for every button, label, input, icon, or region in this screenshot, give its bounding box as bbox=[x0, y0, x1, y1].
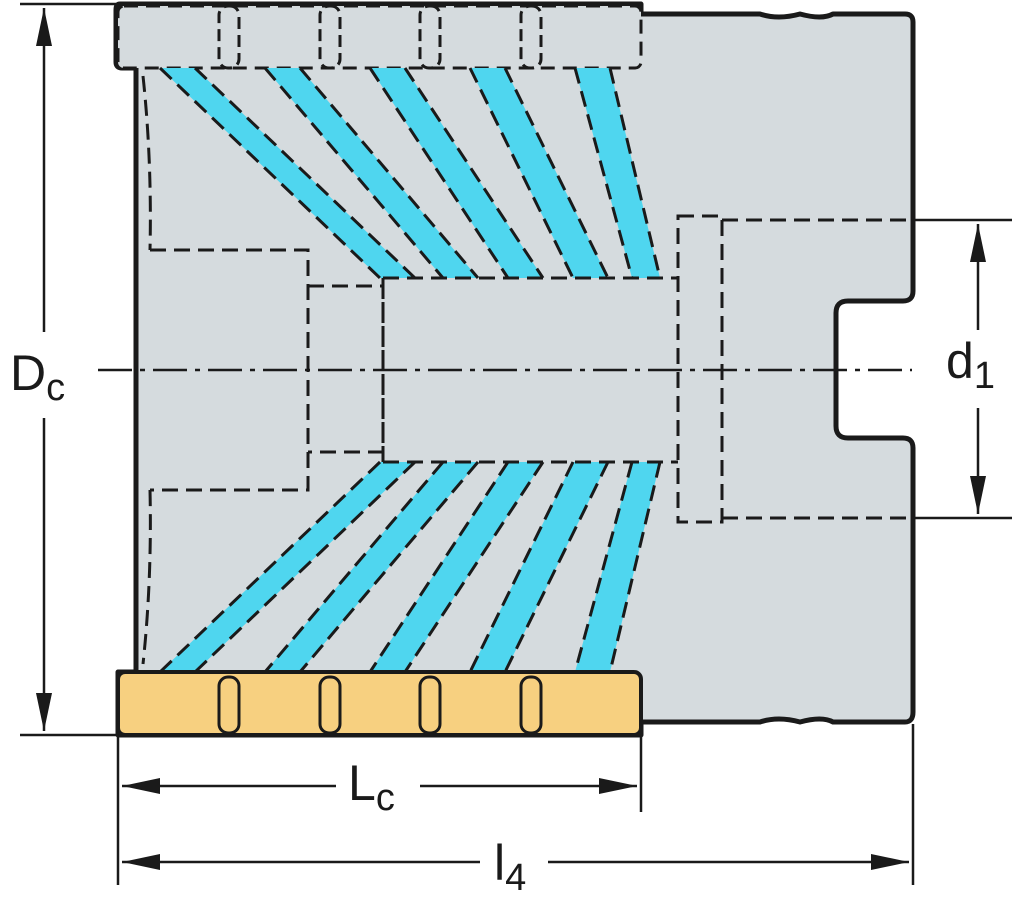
dc-label-main: D bbox=[10, 345, 46, 401]
lower-channel-edges bbox=[158, 460, 662, 674]
d1-label: d1 bbox=[946, 333, 995, 397]
dimension-dc bbox=[36, 8, 52, 731]
l4-arrow-right bbox=[871, 854, 909, 870]
main-bore bbox=[381, 276, 678, 464]
bottom-screw-3 bbox=[418, 675, 442, 735]
d1-arrow-bottom bbox=[970, 476, 986, 514]
rear-recess bbox=[676, 214, 724, 524]
lower-coolant-channels bbox=[160, 462, 660, 672]
d1-label-sub: 1 bbox=[974, 355, 995, 397]
upper-channel-3 bbox=[370, 68, 543, 278]
top-insert-strip bbox=[116, 4, 643, 70]
bottom-insert-screws bbox=[217, 675, 543, 735]
top-screw-2 bbox=[318, 4, 342, 70]
top-screw-4 bbox=[519, 4, 543, 70]
lc-arrow-left bbox=[122, 778, 160, 794]
d1-arrow-top bbox=[970, 224, 986, 262]
top-screw-1 bbox=[217, 4, 241, 70]
upper-channel-4 bbox=[470, 68, 608, 278]
bottom-screw-4 bbox=[519, 675, 543, 735]
dimension-d1 bbox=[970, 224, 986, 514]
dc-label-sub: c bbox=[46, 367, 65, 409]
upper-channel-5 bbox=[575, 68, 660, 278]
l4-label: l4 bbox=[494, 835, 526, 899]
cutting-insert-strip bbox=[116, 670, 643, 737]
lc-arrow-right bbox=[599, 778, 637, 794]
dimension-lc bbox=[122, 778, 637, 794]
dc-label: Dc bbox=[10, 345, 65, 409]
upper-channel-edges bbox=[158, 66, 662, 280]
l4-label-main: l bbox=[494, 835, 505, 891]
dc-arrow-top bbox=[36, 8, 52, 46]
lower-channel-1 bbox=[160, 462, 415, 672]
lower-channel-2 bbox=[265, 462, 478, 672]
l4-arrow-left bbox=[122, 854, 160, 870]
lower-channel-5 bbox=[575, 462, 660, 672]
lc-label-sub: c bbox=[376, 777, 395, 819]
lc-label: Lc bbox=[348, 755, 395, 819]
upper-channel-2 bbox=[265, 68, 478, 278]
upper-coolant-channels bbox=[160, 68, 660, 278]
front-face-chamfer-hidden bbox=[141, 75, 152, 665]
top-screw-3 bbox=[418, 4, 442, 70]
upper-channel-1 bbox=[160, 68, 415, 278]
d1-label-main: d bbox=[946, 333, 974, 389]
lower-channel-3 bbox=[370, 462, 543, 672]
bottom-screw-2 bbox=[318, 675, 342, 735]
bottom-screw-1 bbox=[217, 675, 241, 735]
dimension-l4 bbox=[122, 854, 909, 870]
lower-channel-4 bbox=[470, 462, 608, 672]
dc-arrow-bottom bbox=[36, 693, 52, 731]
top-insert-screws bbox=[217, 4, 543, 70]
l4-label-sub: 4 bbox=[505, 857, 526, 899]
extension-lines bbox=[20, 2, 1012, 885]
lc-label-main: L bbox=[348, 755, 376, 811]
